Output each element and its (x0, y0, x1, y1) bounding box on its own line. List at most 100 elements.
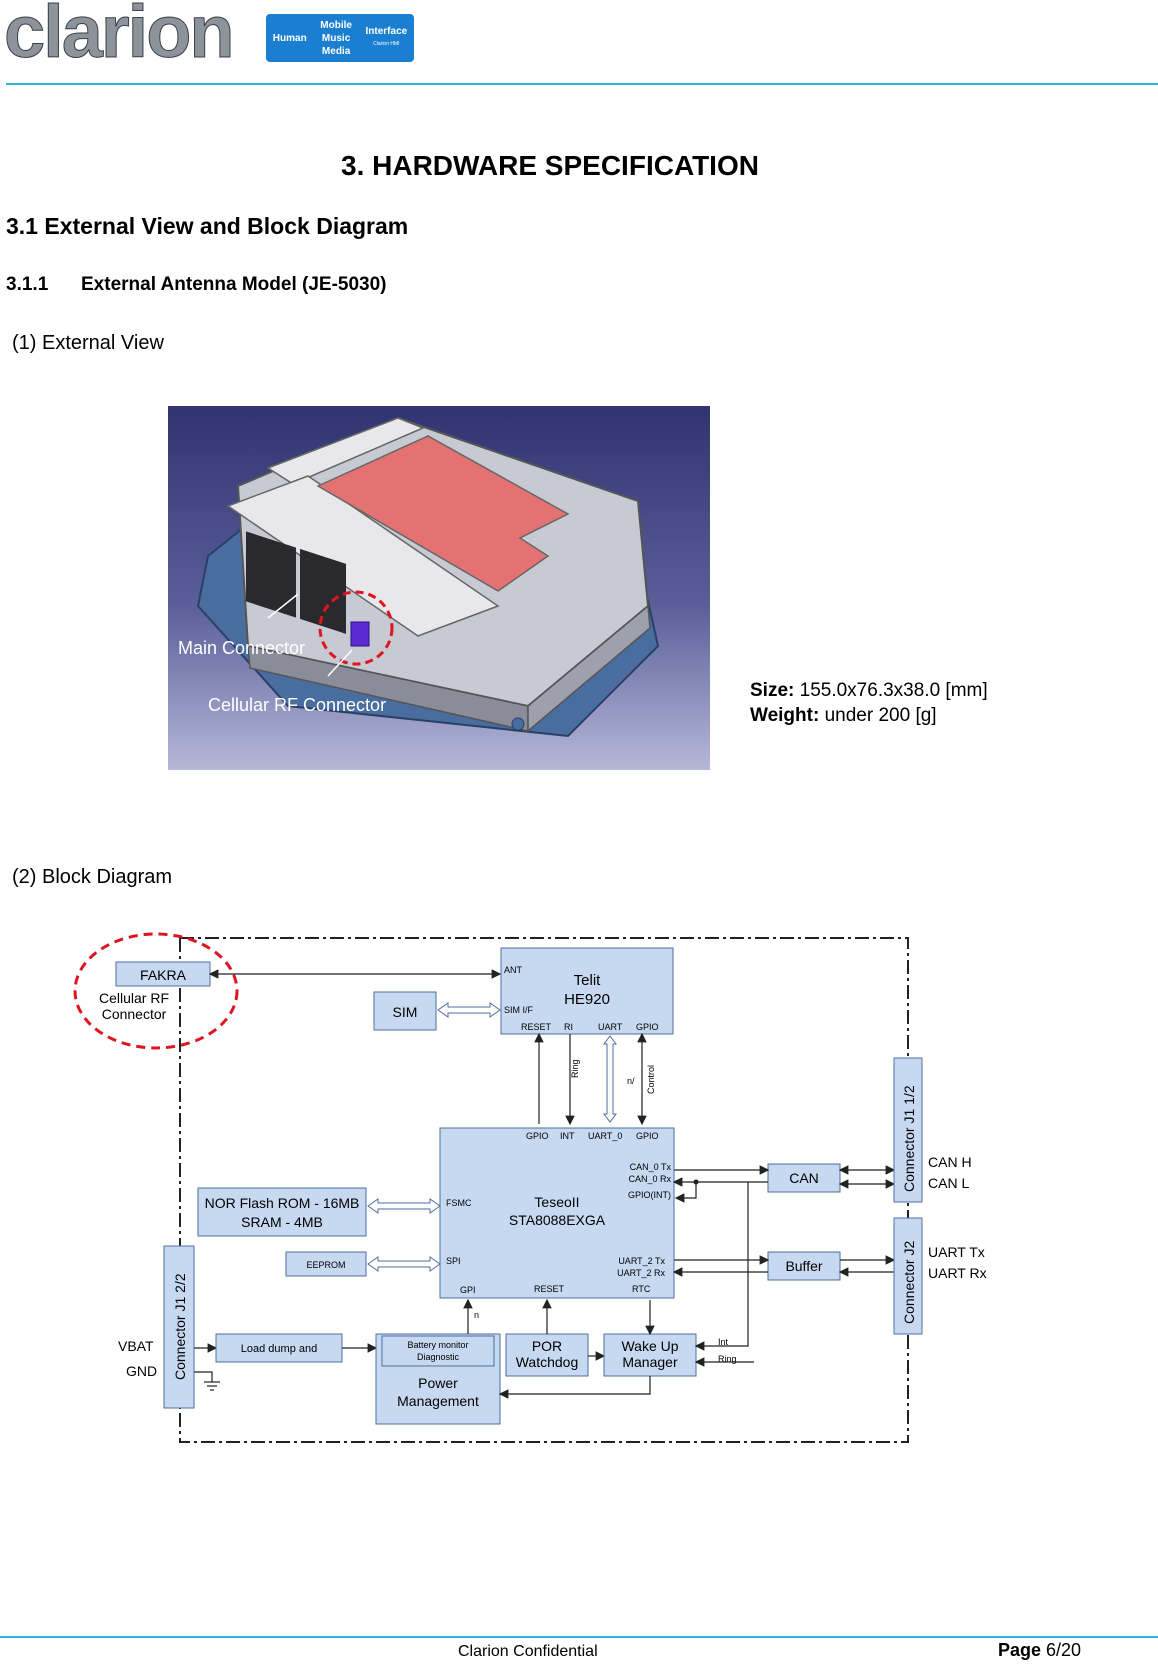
teseo-spi: SPI (446, 1256, 461, 1266)
block-diagram-heading: (2) Block Diagram (12, 866, 173, 888)
uart-bus-arrow (603, 1035, 617, 1123)
block-diagram: FAKRA Cellular RF Connector SIM ANT SIM … (73, 932, 987, 1443)
badge-text: Mobile (320, 19, 352, 31)
size-label: Size: (750, 680, 795, 701)
section-title: 3. HARDWARE SPECIFICATION (341, 150, 759, 181)
confidential-label: Clarion Confidential (458, 1643, 598, 1660)
teseo-fsmc: FSMC (446, 1198, 472, 1208)
int-link (694, 1182, 749, 1351)
uart-tx-label: UART Tx (928, 1244, 985, 1260)
telit-sim-if: SIM I/F (504, 1005, 534, 1015)
main-connector-label: Main Connector (178, 638, 305, 658)
wake-up-block (603, 1333, 697, 1377)
telit-ant: ANT (504, 965, 523, 975)
subsection-title: 3.1 External View and Block Diagram (6, 213, 409, 239)
wake-up-label: Wake Up (621, 1338, 678, 1354)
sim-bus-arrow (437, 1002, 501, 1018)
fakra-highlight-oval (73, 932, 239, 1050)
battery-monitor-label: Battery monitor (407, 1340, 468, 1350)
main-connector-leader (267, 593, 299, 619)
nor-flash-block (197, 1187, 367, 1237)
main-connector-slot-2 (300, 548, 346, 634)
telit-uart: UART (598, 1022, 623, 1032)
power-label: Power (418, 1375, 458, 1391)
gpi-n-label: n (474, 1310, 479, 1320)
teseo-part: STA8088EXGA (509, 1212, 606, 1228)
telit-name: Telit (574, 972, 602, 989)
gpio-int-link (674, 1182, 697, 1203)
gnd-label: GND (126, 1363, 157, 1379)
teseo-can0-tx: CAN_0 Tx (630, 1162, 672, 1172)
fakra-label: FAKRA (140, 967, 187, 983)
teseo-block (439, 1127, 675, 1299)
connector-j1-2-label: Connector J1 2/2 (172, 1273, 188, 1380)
telit-gpio: GPIO (636, 1022, 659, 1032)
page-value: 6/20 (1041, 1640, 1082, 1660)
nor-flash-line2: SRAM - 4MB (241, 1214, 323, 1230)
external-view-heading: (1) External View (12, 332, 164, 354)
teseo-uart2-tx: UART_2 Tx (618, 1256, 665, 1266)
mount-hole-icon (511, 717, 525, 731)
badge-subtext: Clarion HMI (373, 41, 400, 47)
n-signal: n/ (627, 1076, 635, 1086)
badge-text: Media (321, 45, 351, 57)
ring-signal: Ring (570, 1059, 580, 1078)
device-photo: Main Connector Cellular RF Connector (168, 406, 710, 770)
weight-label: Weight: (750, 705, 820, 726)
connector-j2-block (893, 1217, 923, 1335)
wake-to-power-link (498, 1376, 651, 1399)
buffer-block (767, 1251, 841, 1281)
wake-int-label: Int (718, 1337, 729, 1347)
watchdog-label: Watchdog (516, 1354, 579, 1370)
fakra-block (115, 961, 211, 987)
badge-text: Interface (365, 26, 408, 37)
vbat-label: VBAT (118, 1338, 154, 1354)
management-label: Management (397, 1393, 479, 1409)
sim-label: SIM (393, 1004, 418, 1020)
gnd-wire (194, 1371, 213, 1382)
header-rule (6, 83, 1158, 85)
can-label: CAN (789, 1170, 819, 1186)
badge-text: Music (321, 32, 351, 44)
uart-rx-label: UART Rx (928, 1265, 987, 1281)
connector-j1-1-label: Connector J1 1/2 (901, 1085, 917, 1192)
load-dump-block (215, 1333, 343, 1363)
eeprom-label: EEPROM (306, 1260, 345, 1270)
connector-cover (226, 475, 500, 637)
connector-j1-2-block (163, 1245, 195, 1409)
eeprom-block (285, 1251, 367, 1277)
top-cover-strip (266, 417, 425, 485)
footer-rule (0, 1636, 1158, 1638)
teseo-gpio-l: GPIO (526, 1131, 549, 1141)
telit-part: HE920 (564, 991, 610, 1008)
teseo-name: TeseoII (534, 1194, 579, 1210)
telit-ri: RI (564, 1022, 573, 1032)
can-l-label: CAN L (928, 1175, 969, 1191)
page-label: Page (998, 1640, 1042, 1660)
teseo-gpio-r: GPIO (636, 1131, 659, 1141)
manager-label: Manager (622, 1354, 678, 1370)
page-number: Page 6/20 (998, 1640, 1081, 1661)
connector-j1-1-block (893, 1057, 923, 1203)
diagnostic-label: Diagnostic (417, 1352, 460, 1362)
buffer-label: Buffer (785, 1258, 822, 1274)
can-h-label: CAN H (928, 1154, 972, 1170)
nor-flash-line1: NOR Flash ROM - 16MB (205, 1195, 360, 1211)
cellular-rf-line2: Connector (102, 1006, 167, 1022)
teseo-int: INT (560, 1131, 575, 1141)
subsubsection-text: External Antenna Model (JE-5030) (81, 274, 387, 295)
control-signal: Control (646, 1065, 656, 1094)
battery-monitor-block (381, 1335, 495, 1367)
cellular-rf-line1: Cellular RF (99, 990, 169, 1006)
load-dump-label: Load dump and (241, 1343, 317, 1355)
hmi-badge-logo: Human Mobile Music Media Interface Clari… (266, 14, 414, 62)
rf-connector (350, 621, 370, 647)
teseo-uart0: UART_0 (588, 1131, 622, 1141)
por-watchdog-block (505, 1333, 589, 1377)
teseo-rtc: RTC (632, 1284, 651, 1294)
housing-end (527, 604, 651, 733)
fsmc-bus-arrow (367, 1198, 441, 1214)
telit-block (500, 947, 674, 1035)
main-connector-slot-1 (246, 531, 296, 618)
